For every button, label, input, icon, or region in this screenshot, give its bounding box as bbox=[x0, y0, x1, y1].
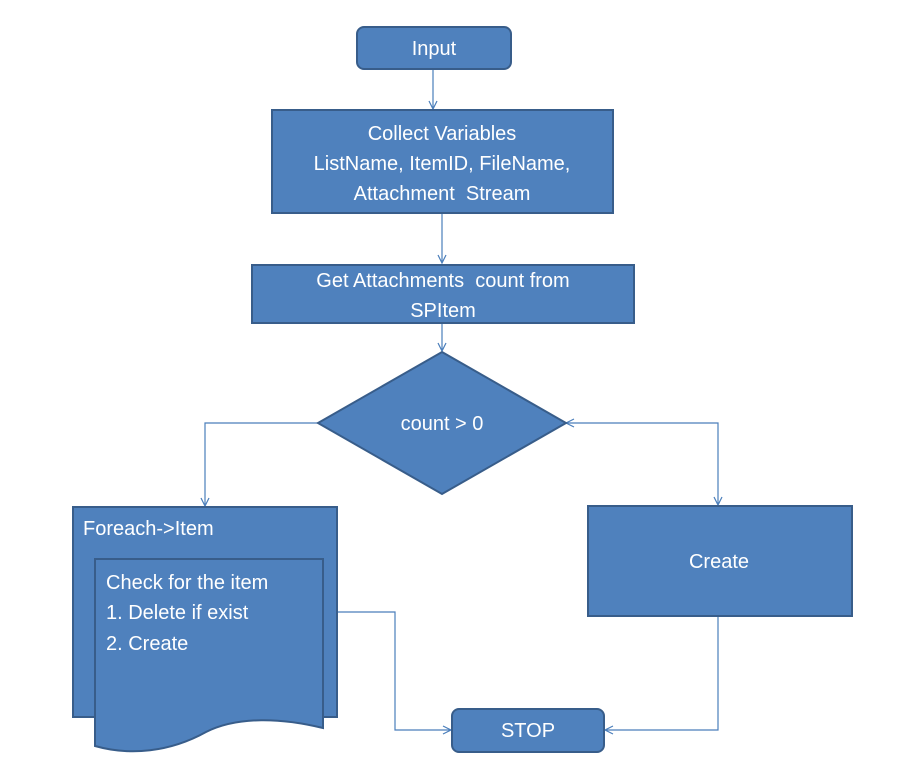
input-label: Input bbox=[412, 38, 457, 60]
collect-variables-shape bbox=[271, 109, 614, 214]
create-label: Create bbox=[689, 551, 749, 573]
stop-label: STOP bbox=[501, 720, 555, 742]
create-shape bbox=[587, 505, 853, 617]
connector-create-stop bbox=[606, 617, 719, 731]
get-count-line-1: Get Attachments count from bbox=[316, 270, 569, 292]
get-count-line-2: SPItem bbox=[410, 300, 476, 322]
decision-node: count > 0 bbox=[315, 350, 569, 496]
collect-variables-node: Collect Variables ListName, ItemID, File… bbox=[271, 109, 614, 214]
arrowhead-getcount bbox=[437, 254, 447, 265]
stop-shape bbox=[451, 708, 605, 753]
decision-label: count > 0 bbox=[401, 413, 484, 435]
foreach-line-1: Check for the item bbox=[106, 572, 268, 594]
decision-diamond bbox=[315, 350, 569, 496]
collect-line-2: ListName, ItemID, FileName, bbox=[314, 153, 571, 175]
foreach-title: Foreach->Item bbox=[83, 518, 214, 540]
create-node: Create bbox=[587, 505, 853, 617]
foreach-line-2: 1. Delete if exist bbox=[106, 602, 249, 624]
connector-foreach-stop bbox=[337, 611, 450, 731]
collect-line-1: Collect Variables bbox=[368, 123, 517, 145]
foreach-document-shape bbox=[94, 558, 324, 753]
input-shape bbox=[356, 26, 512, 70]
get-count-shape bbox=[251, 264, 635, 324]
foreach-node: Foreach->Item Check for the item 1. Dele… bbox=[72, 506, 338, 753]
connector-decision-create bbox=[566, 422, 719, 504]
foreach-line-3: 2. Create bbox=[106, 633, 188, 655]
stop-node: STOP bbox=[451, 708, 605, 753]
collect-line-3: Attachment Stream bbox=[354, 183, 531, 205]
get-count-node: Get Attachments count from SPItem bbox=[251, 264, 635, 324]
connector-decision-foreach bbox=[204, 422, 318, 505]
input-node: Input bbox=[356, 26, 512, 70]
